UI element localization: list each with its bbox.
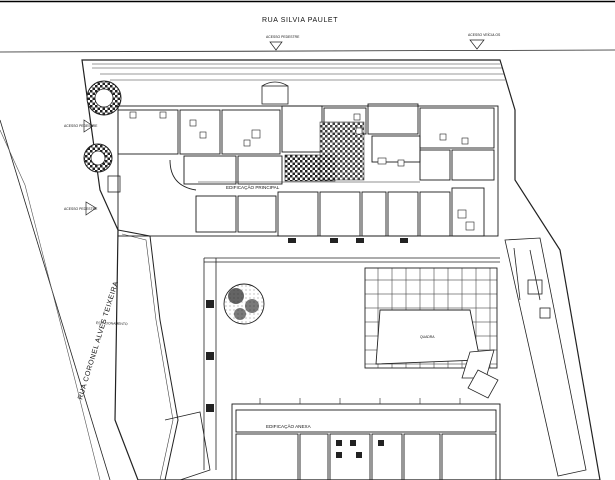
svg-text:ACESSO PEDESTRE: ACESSO PEDESTRE xyxy=(64,124,98,128)
tree-symbol xyxy=(223,283,265,325)
street-label-left: RUA CORONEL ALVES TEIXEIRA xyxy=(77,280,120,400)
access-marker-pedestrian-left-1: ACESSO PEDESTRE xyxy=(64,119,98,133)
lower-left-wall xyxy=(164,411,211,480)
annex-column-ticks xyxy=(259,398,461,404)
planter-round-top xyxy=(86,80,122,116)
right-strip xyxy=(504,237,587,477)
svg-text:ACESSO PEDESTRE: ACESSO PEDESTRE xyxy=(64,207,98,211)
label-parking: ESTACIONAMENTO xyxy=(96,321,128,326)
access-marker-vehicle-top: ACESSO VEÍCULOS xyxy=(468,33,501,50)
left-wall xyxy=(117,229,179,480)
street-edge-left xyxy=(0,119,111,480)
walkway-pillars xyxy=(206,300,214,412)
court-corner-pavilion xyxy=(461,349,499,399)
street-label-top: RUA SILVIA PAULET xyxy=(262,17,338,24)
bathroom-fixtures xyxy=(129,111,475,231)
access-marker-pedestrian-top: ACESSO PEDESTRE xyxy=(266,35,300,51)
left-fence xyxy=(0,129,101,480)
entrance-porch xyxy=(261,85,289,105)
classroom-row xyxy=(277,187,485,237)
sidewalk-top xyxy=(92,63,505,81)
access-marker-pedestrian-left-2: ACESSO PEDESTRE xyxy=(64,201,98,216)
street-edge-top xyxy=(0,49,615,53)
main-building xyxy=(117,103,499,237)
stair-blocks xyxy=(288,238,408,243)
svg-text:ACESSO VEÍCULOS: ACESSO VEÍCULOS xyxy=(468,33,501,37)
label-main-building: EDIFICAÇÃO PRINCIPAL xyxy=(226,184,280,190)
annex-fixtures xyxy=(336,440,384,458)
annex-building xyxy=(231,403,501,480)
lot-boundary xyxy=(81,59,601,480)
entrance-arc xyxy=(261,81,289,87)
left-wall-inner xyxy=(121,233,174,480)
corner-curve xyxy=(169,159,197,191)
label-annex: EDIFICAÇÃO ANEXA xyxy=(266,423,312,429)
planter-round-bottom xyxy=(83,143,113,173)
label-court: QUADRA xyxy=(420,335,435,339)
svg-text:ACESSO PEDESTRE: ACESSO PEDESTRE xyxy=(266,35,300,39)
planter-block xyxy=(107,175,121,193)
